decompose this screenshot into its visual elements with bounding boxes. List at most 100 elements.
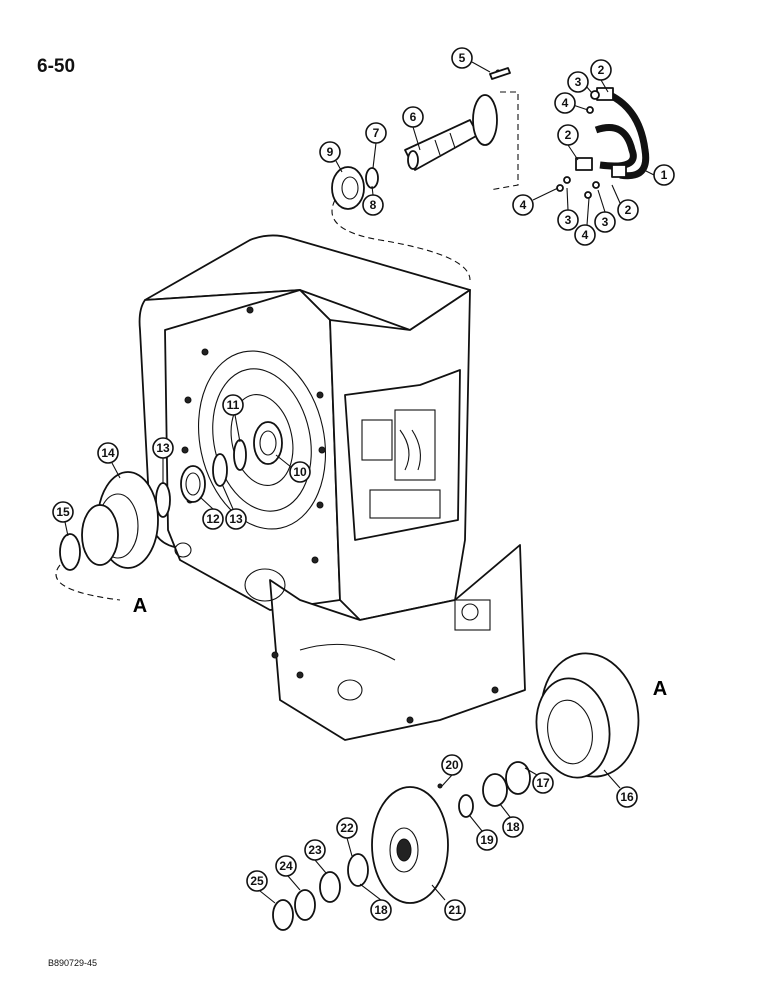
callout-c24: 24 [275,855,297,877]
callout-c18a: 18 [502,816,524,838]
callout-label: 6 [410,110,417,124]
callout-label: 24 [279,859,293,873]
transmission-housing [138,234,526,741]
callout-circle [97,442,119,464]
callout-label: 9 [327,145,334,159]
callout-c21: 21 [444,899,466,921]
callout-circle [441,754,463,776]
callout-label: 11 [227,398,240,412]
callout-label: 2 [565,128,572,142]
seal-ring [331,166,365,210]
callout-circle [502,816,524,838]
callout-label: 17 [536,776,550,790]
callout-circle [512,194,534,216]
callout-label: 13 [156,441,170,455]
callout-circle [594,211,616,233]
callout-circle [225,508,247,530]
callout-label: 18 [374,903,388,917]
callout-circle [52,501,74,523]
callout-label: 12 [206,512,220,526]
callout-label: 7 [373,126,380,140]
callout-c12: 12 [202,508,224,530]
callout-c9: 9 [319,141,341,163]
callout-circle [451,47,473,69]
callout-circle [289,461,311,483]
callout-circle [319,141,341,163]
callout-label: 14 [101,446,115,460]
clutch-drum: A [535,652,667,779]
leader-lines [64,61,655,904]
callout-label: 21 [448,903,462,917]
callout-label: 4 [520,198,527,212]
callout-c2b: 2 [557,124,579,146]
callout-circle [616,786,638,808]
callout-c25: 25 [246,870,268,892]
callout-label: 22 [340,821,354,835]
callout-circle [370,899,392,921]
callout-c4c: 4 [574,224,596,246]
callout-c6: 6 [402,106,424,128]
callout-c17: 17 [532,772,554,794]
callout-circle [304,839,326,861]
callout-circle [444,899,466,921]
callout-circle [362,194,384,216]
callout-circle [554,92,576,114]
callout-circle [222,394,244,416]
callout-c5: 5 [451,47,473,69]
callout-label: 16 [620,790,634,804]
callout-c22: 22 [336,817,358,839]
callout-circle [590,59,612,81]
callout-c13b: 13 [225,508,247,530]
callout-label: 10 [293,465,307,479]
callout-circle [476,829,498,851]
callout-label: 3 [565,213,572,227]
callout-label: 5 [459,51,466,65]
callout-circle [574,224,596,246]
callout-label: 13 [229,512,243,526]
callout-c18b: 18 [370,899,392,921]
left-bearing-stack: A [55,421,283,617]
bolt-icon [489,67,511,80]
callout-circle [617,199,639,221]
callout-label: 4 [582,228,589,242]
callout-c2c: 2 [617,199,639,221]
callout-circle [365,122,387,144]
callout-label: 1 [661,168,668,182]
callout-circle [152,437,174,459]
callout-circle [653,164,675,186]
callout-c3c: 3 [594,211,616,233]
callout-circle [246,870,268,892]
callout-label: 4 [562,96,569,110]
lower-gear-stack [272,761,531,931]
callout-c3a: 3 [567,71,589,93]
callout-circle [557,209,579,231]
callout-label: 15 [56,505,70,519]
callout-label: 8 [370,198,377,212]
callout-c20: 20 [441,754,463,776]
document-code: B890729-45 [48,958,98,968]
callout-label: 20 [445,758,459,772]
page-number: 6-50 [37,56,76,77]
callout-c8: 8 [362,194,384,216]
callout-c14: 14 [97,442,119,464]
callout-circle [336,817,358,839]
callout-c4a: 4 [554,92,576,114]
callout-circle [557,124,579,146]
callout-circle [532,772,554,794]
callout-c10: 10 [289,461,311,483]
callout-c1: 1 [653,164,675,186]
callout-label: 2 [598,63,605,77]
callout-label: 3 [575,75,582,89]
hose-assembly [556,87,650,199]
callout-c23: 23 [304,839,326,861]
view-mark-a-right: A [653,678,667,700]
shaft-assembly [331,67,519,281]
callout-c19: 19 [476,829,498,851]
callout-label: 23 [308,843,322,857]
callout-label: 25 [250,874,264,888]
callout-c7: 7 [365,122,387,144]
callout-c2a: 2 [590,59,612,81]
callout-label: 19 [480,833,494,847]
